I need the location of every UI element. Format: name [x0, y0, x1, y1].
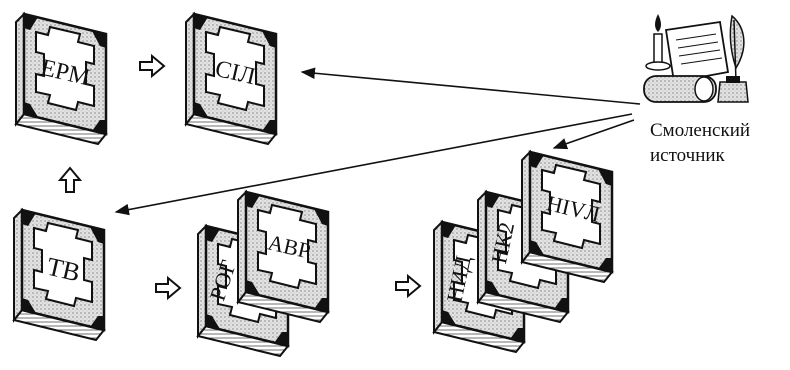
arrow-source-to-niv — [552, 119, 635, 150]
arrow-avr-to-niv — [395, 273, 422, 299]
book-nid: НИД — [432, 220, 526, 354]
book-sil: СІЛ — [184, 12, 278, 146]
book-tv: ТВ — [12, 208, 106, 342]
book-avr: АВР — [236, 190, 330, 324]
arrow-tv-to-erm — [57, 166, 83, 193]
source-caption-line2: источник — [650, 145, 725, 166]
book-nk2: НК2 — [476, 190, 570, 324]
book-rog: РОГ — [196, 224, 290, 358]
book-niv: НІVЛ — [520, 150, 614, 284]
arrow-source-to-sil — [300, 67, 641, 105]
scribe-desk-icon — [643, 14, 749, 103]
arrow-source-to-tv — [114, 113, 633, 216]
source-caption-line1: Смоленский — [650, 120, 751, 141]
arrow-erm-to-sil — [139, 53, 166, 79]
source-caption: Смоленский источник — [650, 118, 750, 168]
book-erm: ЕРМ — [14, 12, 108, 146]
arrow-tv-to-avr — [155, 275, 182, 301]
